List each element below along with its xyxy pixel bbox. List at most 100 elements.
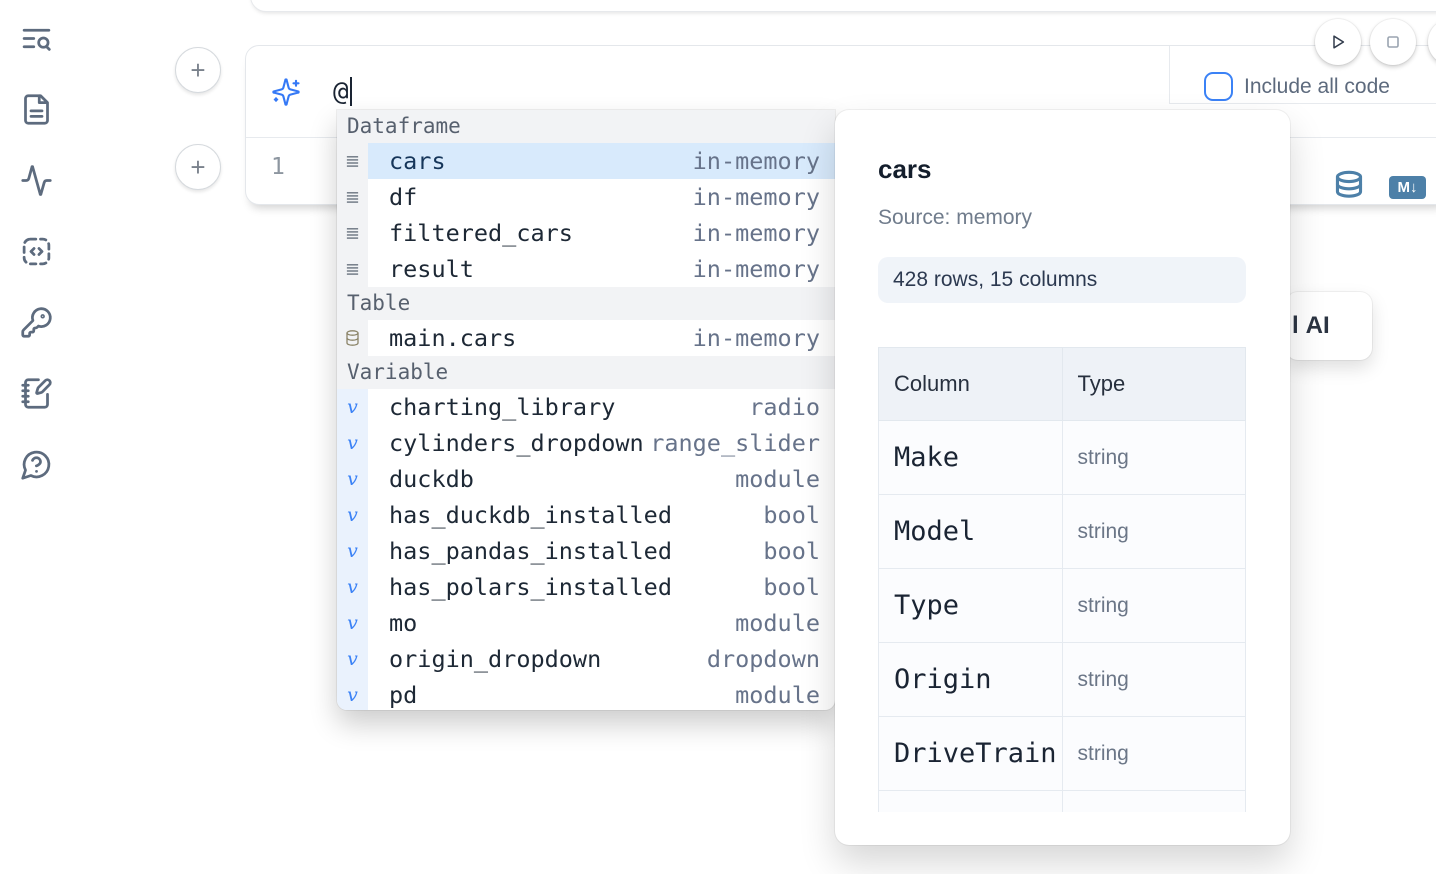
help-chat-icon[interactable] [20,448,53,481]
extra-action-button-partial[interactable] [1428,19,1436,65]
item-name: charting_library [389,393,616,421]
item-name: has_pandas_installed [389,537,672,565]
autocomplete-section-header: Table [337,287,835,320]
autocomplete-item-main.cars[interactable]: main.cars in-memory [337,320,835,356]
schema-column-type: string [1061,420,1246,495]
variable-icon: v [337,677,368,710]
previous-cell-edge [250,0,1436,12]
line-number: 1 [271,154,285,180]
include-all-code-checkbox[interactable] [1204,72,1233,101]
ai-prompt-input[interactable]: @ [333,76,349,107]
autocomplete-item-has_polars_installed[interactable]: v has_polars_installed bool [337,569,835,605]
autocomplete-item-charting_library[interactable]: v charting_library radio [337,389,835,425]
notebook-pen-icon[interactable] [20,377,53,410]
autocomplete-section-header: Dataframe [337,110,835,143]
stop-icon [1387,36,1399,48]
code-snippet-icon[interactable] [20,235,53,268]
item-name: df [389,183,418,211]
variable-icon: v [337,497,368,533]
add-cell-above-button[interactable]: + [175,47,221,93]
preview-title: cars [878,154,932,184]
item-detail: in-memory [692,255,820,283]
schema-column-type: string [1061,642,1246,717]
schema-column-name: DriveTrain [878,716,1063,791]
item-name: main.cars [389,324,517,352]
item-detail: radio [749,393,820,421]
variable-icon: v [337,641,368,677]
item-name: has_polars_installed [389,573,672,601]
variable-icon: v [337,533,368,569]
item-detail: in-memory [692,219,820,247]
rows-icon [337,179,368,215]
dataframe-preview-panel: cars Source: memory 428 rows, 15 columns… [835,110,1290,845]
autocomplete-section-header: Variable [337,356,835,389]
item-detail: bool [763,501,820,529]
sparkles-icon [272,77,300,106]
item-detail: module [735,681,820,709]
item-detail: module [735,465,820,493]
item-name: mo [389,609,418,637]
text-cursor [349,77,352,106]
schema-column-type: string [1061,494,1246,569]
file-text-icon[interactable] [20,93,53,126]
toc-search-icon[interactable] [20,22,53,55]
activity-icon[interactable] [20,164,53,197]
schema-column-name: Origin [878,642,1063,717]
item-detail: dropdown [706,645,820,673]
variable-icon: v [337,389,368,425]
variable-icon: v [337,425,368,461]
key-icon[interactable] [20,306,53,339]
autocomplete-item-has_duckdb_installed[interactable]: v has_duckdb_installed bool [337,497,835,533]
autocomplete-item-has_pandas_installed[interactable]: v has_pandas_installed bool [337,533,835,569]
ai-action-button-partial[interactable]: l AI [1286,292,1372,360]
autocomplete-item-result[interactable]: result in-memory [337,251,835,287]
run-cell-button[interactable] [1315,19,1361,65]
item-name: result [389,255,474,283]
rows-icon [337,251,368,287]
play-icon [1333,35,1345,49]
ai-options-panel: Include all code [1169,46,1436,104]
preview-source: Source: memory [878,206,1033,229]
item-name: has_duckdb_installed [389,501,672,529]
preview-shape-badge: 428 rows, 15 columns [878,257,1246,303]
variable-icon: v [337,569,368,605]
variable-icon: v [337,605,368,641]
schema-column-name: Make [878,420,1063,495]
variable-icon: v [337,461,368,497]
stop-cell-button[interactable] [1370,19,1416,65]
item-name: duckdb [389,465,474,493]
item-detail: bool [763,573,820,601]
type-header: Type [1061,347,1246,421]
database-icon [337,320,368,356]
item-detail: range_slider [650,429,820,457]
item-name: cylinders_dropdown [389,429,644,457]
add-cell-below-button[interactable]: + [175,144,221,190]
item-name: pd [389,681,418,709]
include-all-code-label: Include all code [1244,74,1390,98]
item-detail: in-memory [692,147,820,175]
database-icon[interactable] [1334,170,1364,202]
schema-column-type: string [1061,568,1246,643]
rows-icon [337,143,368,179]
markdown-export-icon[interactable]: M↓ [1389,176,1426,199]
item-detail: in-memory [692,324,820,352]
rows-icon [337,215,368,251]
item-detail: bool [763,537,820,565]
column-header: Column [878,347,1063,421]
schema-column-type: string [1061,716,1246,791]
item-detail: module [735,609,820,637]
